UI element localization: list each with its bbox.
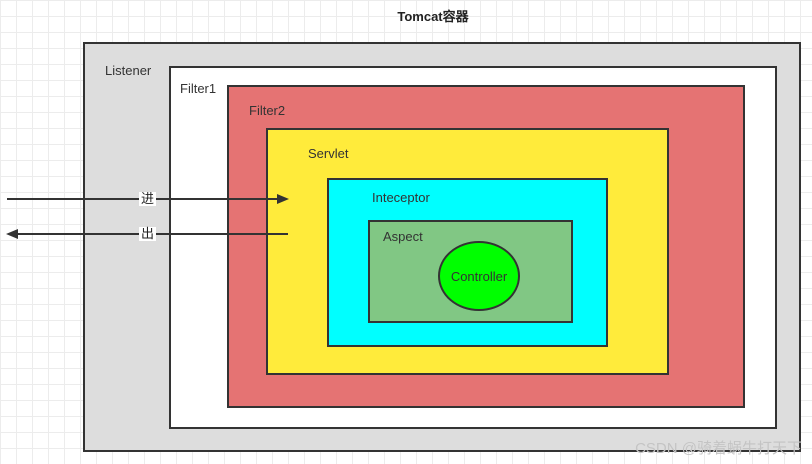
aspect-label: Aspect <box>383 229 423 244</box>
watermark: CSDN @骑着蜗牛打天下 <box>635 440 802 457</box>
in-arrow-label: 进 <box>139 191 157 206</box>
controller-ellipse: Controller <box>438 241 520 311</box>
servlet-label: Servlet <box>308 146 349 161</box>
listener-label: Listener <box>105 63 152 78</box>
diagram-title: Tomcat容器 <box>397 9 469 24</box>
interceptor-label: Inteceptor <box>372 190 430 205</box>
filter1-label: Filter1 <box>180 81 217 96</box>
controller-label: Controller <box>450 268 508 284</box>
out-arrow-label: 出 <box>139 226 157 241</box>
filter2-label: Filter2 <box>249 103 286 118</box>
out-arrowhead <box>6 229 18 239</box>
